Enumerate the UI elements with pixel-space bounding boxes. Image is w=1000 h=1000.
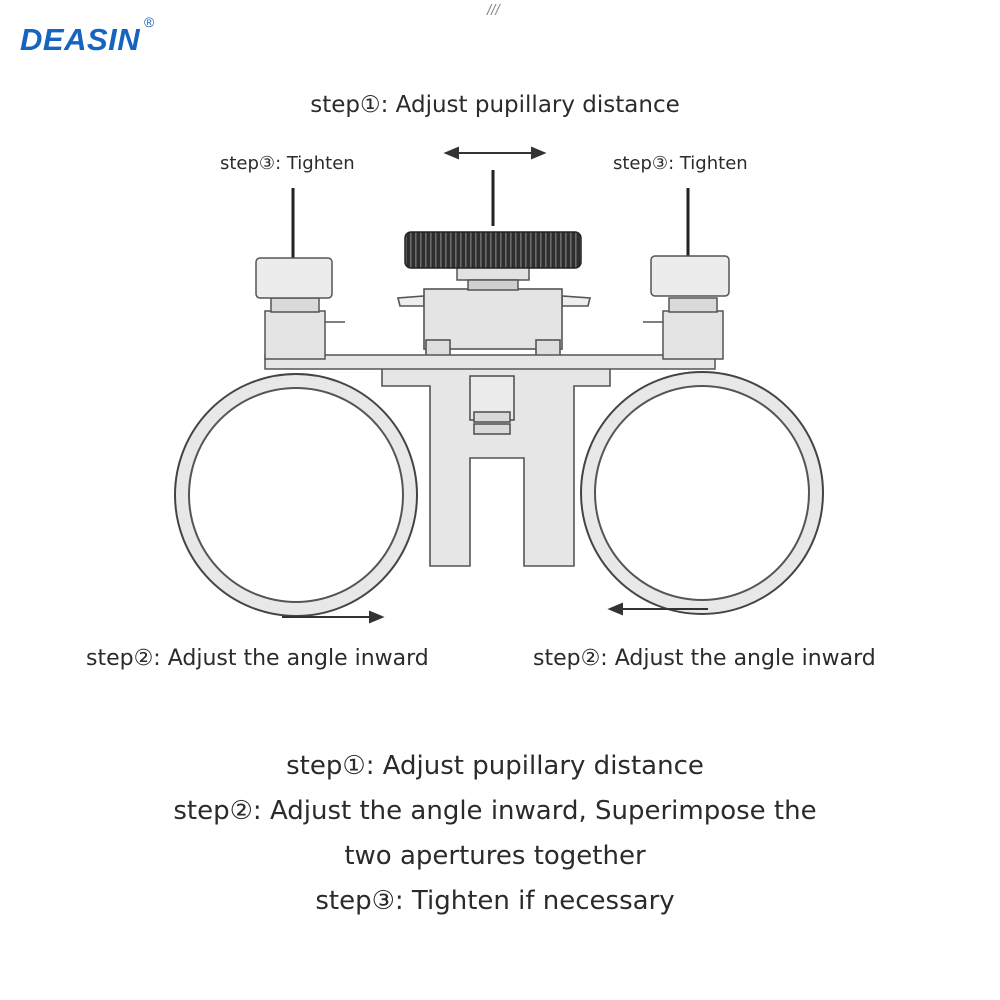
instruction-line: two apertures together (344, 841, 646, 871)
pupillary-distance-knob (404, 231, 582, 291)
label-step3-right: step③: Tighten (613, 153, 748, 174)
center-bridge (381, 288, 611, 567)
instruction-line: step③: Tighten if necessary (315, 886, 675, 916)
label-step2-right: step②: Adjust the angle inward (533, 646, 876, 671)
left-barrel (174, 373, 418, 617)
instruction-line: step②: Adjust the angle inward, Superimp… (173, 796, 817, 826)
registered-mark: ® (144, 14, 155, 30)
corner-mark: /// (487, 2, 500, 19)
pupillary-distance-arrow (443, 146, 547, 160)
label-step2-left: step②: Adjust the angle inward (86, 646, 429, 671)
label-step3-left: step③: Tighten (220, 153, 355, 174)
top-bar (264, 354, 716, 370)
left-tighten-screw (255, 257, 345, 360)
brand-logo: DEASIN (20, 22, 141, 57)
instruction-line: step①: Adjust pupillary distance (286, 751, 704, 781)
angle-arrow-left (282, 610, 385, 624)
label-step1-pupillary: step①: Adjust pupillary distance (310, 92, 680, 118)
instructions: step①: Adjust pupillary distance step②: … (0, 744, 990, 924)
right-tighten-screw (643, 255, 730, 360)
right-barrel (580, 371, 824, 615)
angle-arrow-right (607, 602, 708, 616)
